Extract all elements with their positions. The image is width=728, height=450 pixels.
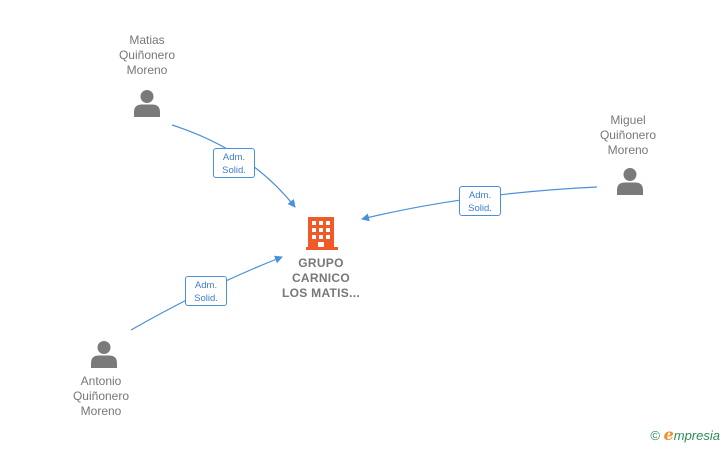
person-name-line: Quiñonero	[72, 389, 130, 403]
person-name-line: Moreno	[607, 143, 649, 157]
company-name-line: LOS MATIS...	[281, 286, 361, 300]
building-icon[interactable]	[306, 214, 338, 250]
edge-label-line: Solid.	[194, 293, 218, 304]
empresia-logo-initial: e	[663, 425, 674, 444]
edge-label-line: Adm.	[222, 152, 246, 163]
company-name-line: CARNICO	[291, 271, 351, 285]
edge-label-line: Adm.	[194, 280, 218, 291]
edge-label-miguel: Adm. Solid.	[459, 186, 501, 216]
person-name-line: Moreno	[80, 404, 122, 418]
empresia-logo-text: mpresia	[673, 428, 720, 443]
edge-label-line: Adm.	[468, 190, 492, 201]
edge-label-line: Solid.	[468, 203, 492, 214]
person-name-line: Moreno	[126, 63, 168, 77]
person-name-line: Miguel	[610, 113, 646, 127]
person-name-matias[interactable]: Matias Quiñonero Moreno	[92, 33, 202, 78]
person-icon[interactable]	[615, 166, 645, 196]
copyright-symbol: ©	[650, 428, 660, 443]
person-name-line: Matias	[129, 33, 165, 47]
edge-label-matias: Adm. Solid.	[213, 148, 255, 178]
company-name-line: GRUPO	[298, 256, 344, 270]
company-name[interactable]: GRUPO CARNICO LOS MATIS...	[265, 256, 377, 301]
person-name-line: Quiñonero	[118, 48, 176, 62]
person-name-line: Antonio	[80, 374, 122, 388]
empresia-watermark: © empresia	[650, 425, 720, 444]
person-name-miguel[interactable]: Miguel Quiñonero Moreno	[573, 113, 683, 158]
person-icon[interactable]	[89, 339, 119, 369]
person-icon[interactable]	[132, 88, 162, 118]
person-name-line: Quiñonero	[599, 128, 657, 142]
edge-label-antonio: Adm. Solid.	[185, 276, 227, 306]
person-name-antonio[interactable]: Antonio Quiñonero Moreno	[46, 374, 156, 419]
edge-label-line: Solid.	[222, 165, 246, 176]
